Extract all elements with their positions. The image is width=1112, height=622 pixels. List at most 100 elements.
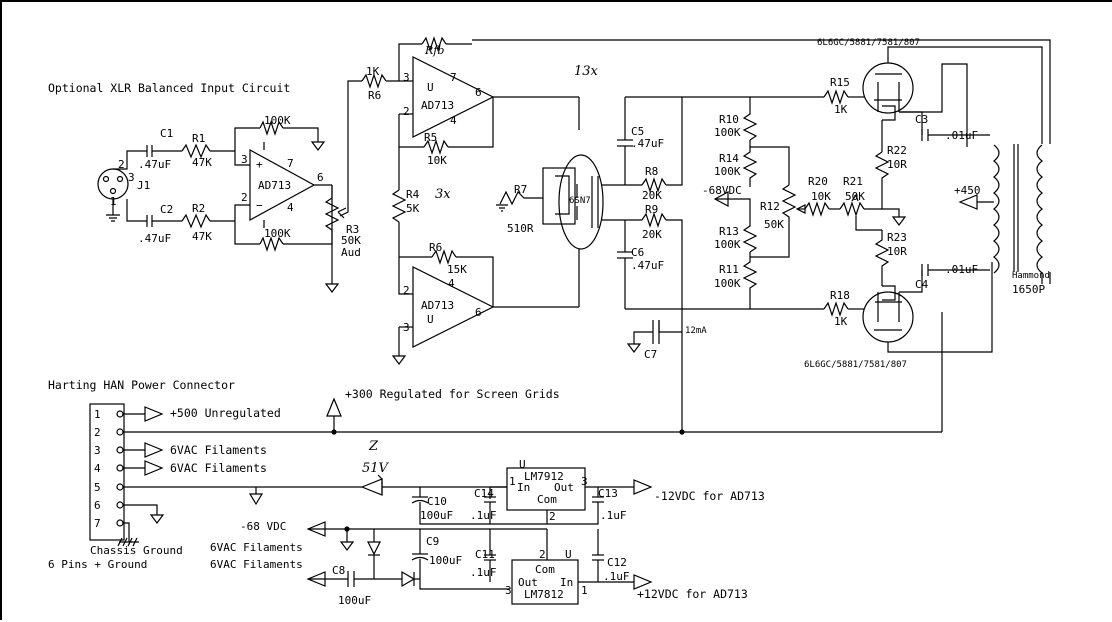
- label-neg68-driver: -68VDC: [702, 184, 742, 197]
- label-lm7812: LM7812: [524, 588, 564, 601]
- label-r10: R10: [719, 113, 739, 126]
- label-xlr-minus: −: [256, 199, 263, 212]
- label-lm7912-pin3: 3: [581, 475, 588, 488]
- label-c4: C4: [915, 278, 929, 291]
- label-tube-bottom-type: 6L6GC/5881/7581/807: [804, 360, 907, 370]
- label-hammond-model: 1650P: [1012, 283, 1046, 296]
- label-op1-pin4: 4: [450, 114, 457, 127]
- label-op2: AD713: [421, 299, 455, 312]
- label-r8: R8: [645, 165, 659, 178]
- label-tube-top-type: 6L6GC/5881/7581/807: [817, 38, 920, 48]
- label-pin-6: 6: [94, 499, 101, 512]
- label-op2-u: U: [427, 313, 434, 326]
- label-r23: R23: [887, 231, 907, 244]
- label-lm7812-com: Com: [535, 563, 555, 576]
- label-r11: R11: [719, 263, 739, 276]
- label-r23-value: 10R: [887, 245, 907, 258]
- label-r6b: R6: [429, 241, 443, 254]
- label-pin-2: 2: [94, 426, 101, 439]
- label-r4: R4: [406, 188, 420, 201]
- label-r3-taper: Aud: [341, 246, 361, 259]
- label-c1: C1: [160, 127, 174, 140]
- label-r2-value: 47K: [192, 230, 212, 243]
- label-op1-u: U: [427, 81, 434, 94]
- label-op1: AD713: [421, 99, 455, 112]
- label-r7: R7: [514, 183, 528, 196]
- label-c10: C10: [427, 495, 447, 508]
- label-filaments-b: 6VAC Filaments: [210, 558, 303, 571]
- label-lm7912-out: Out: [554, 481, 574, 494]
- label-xlr-opamp: AD713: [258, 179, 292, 192]
- label-pin-4: 4: [94, 462, 101, 475]
- label-xlr-plus: +: [256, 158, 263, 171]
- label-c13-value: .1uF: [600, 509, 627, 522]
- label-j1-pin3: 3: [128, 171, 135, 184]
- label-c6-value: .47uF: [631, 259, 665, 272]
- label-c2: C2: [160, 203, 174, 216]
- harting-connector: [89, 403, 125, 541]
- label-c9: C9: [426, 535, 440, 548]
- label-c11: C11: [475, 548, 495, 561]
- label-j1: J1: [137, 179, 151, 192]
- label-c7: C7: [644, 348, 658, 361]
- label-op2-pin6: 6: [475, 306, 482, 319]
- label-xlr-pin2: 2: [241, 191, 248, 204]
- label-r1: R1: [192, 132, 206, 145]
- label-c3: C3: [915, 113, 929, 126]
- label-r12: R12: [760, 200, 780, 213]
- label-lm7812-out: Out: [518, 576, 538, 589]
- label-c10-value: 100uF: [420, 509, 454, 522]
- label-gain-3x: 3x: [435, 187, 451, 202]
- label-plus450: +450: [954, 184, 981, 197]
- label-c9-value: 100uF: [429, 554, 463, 567]
- label-r8-value: 20K: [642, 189, 662, 202]
- label-r6: R6: [368, 89, 382, 102]
- opamp-u2-ad713: [412, 266, 495, 348]
- label-gain-13x: 13x: [574, 64, 598, 79]
- label-xlr-pin3: 3: [241, 153, 248, 166]
- tube-6sn7: [558, 154, 604, 250]
- label-op1-pin3: 3: [403, 71, 410, 84]
- label-chassis-ground: Chassis Ground: [90, 544, 183, 557]
- label-c6: C6: [631, 246, 645, 259]
- label-12ma: 12mA: [685, 326, 707, 336]
- label-r22: R22: [887, 144, 907, 157]
- label-r20: R20: [808, 175, 828, 188]
- label-lm7912-in: In: [517, 481, 531, 494]
- label-r20-value: 10K: [811, 190, 831, 203]
- label-r13: R13: [719, 225, 739, 238]
- label-c13: C13: [598, 487, 618, 500]
- label-r3: R3: [346, 223, 360, 236]
- label-r13-value: 100K: [714, 238, 741, 251]
- label-r3-value: 50K: [341, 234, 361, 247]
- label-pos12-vdc: +12VDC for AD713: [637, 587, 748, 601]
- label-neg68-vdc: -68 VDC: [240, 520, 287, 533]
- label-c12-value: .1uF: [603, 570, 630, 583]
- label-c5-value: .47uF: [631, 137, 665, 150]
- label-lm7912-pin2: 2: [549, 510, 556, 523]
- label-lm7812-in: In: [560, 576, 574, 589]
- label-c14: C14: [474, 487, 494, 500]
- label-neg12-vdc: -12VDC for AD713: [654, 489, 765, 503]
- label-filaments-pin4: 6VAC Filaments: [170, 461, 267, 475]
- label-lm7812-pin3: 3: [505, 584, 512, 597]
- label-op1-pin2: 2: [403, 105, 410, 118]
- label-r21: R21: [843, 175, 863, 188]
- xlr-opamp-ad713: [249, 148, 316, 222]
- label-c8-value: 100uF: [338, 594, 372, 607]
- label-pin-3: 3: [94, 444, 101, 457]
- label-pin-1: 1: [94, 408, 101, 421]
- label-lm7812-u: U: [565, 548, 572, 561]
- label-c12: C12: [607, 556, 627, 569]
- label-j1-pin2: 2: [118, 158, 125, 171]
- label-pin-5: 5: [94, 481, 101, 494]
- label-hammond: Hammond: [1012, 271, 1050, 281]
- label-c4-value: .01uF: [945, 263, 979, 276]
- label-c14-value: .1uF: [470, 509, 497, 522]
- label-op2-pin4: 4: [448, 277, 455, 290]
- label-rfb: Rfb: [425, 44, 445, 57]
- label-zener: Z: [369, 439, 379, 454]
- label-xlr-pin4: 4: [287, 201, 294, 214]
- label-r12-value: 50K: [764, 218, 784, 231]
- label-r-feedback-top: 100K: [264, 114, 291, 127]
